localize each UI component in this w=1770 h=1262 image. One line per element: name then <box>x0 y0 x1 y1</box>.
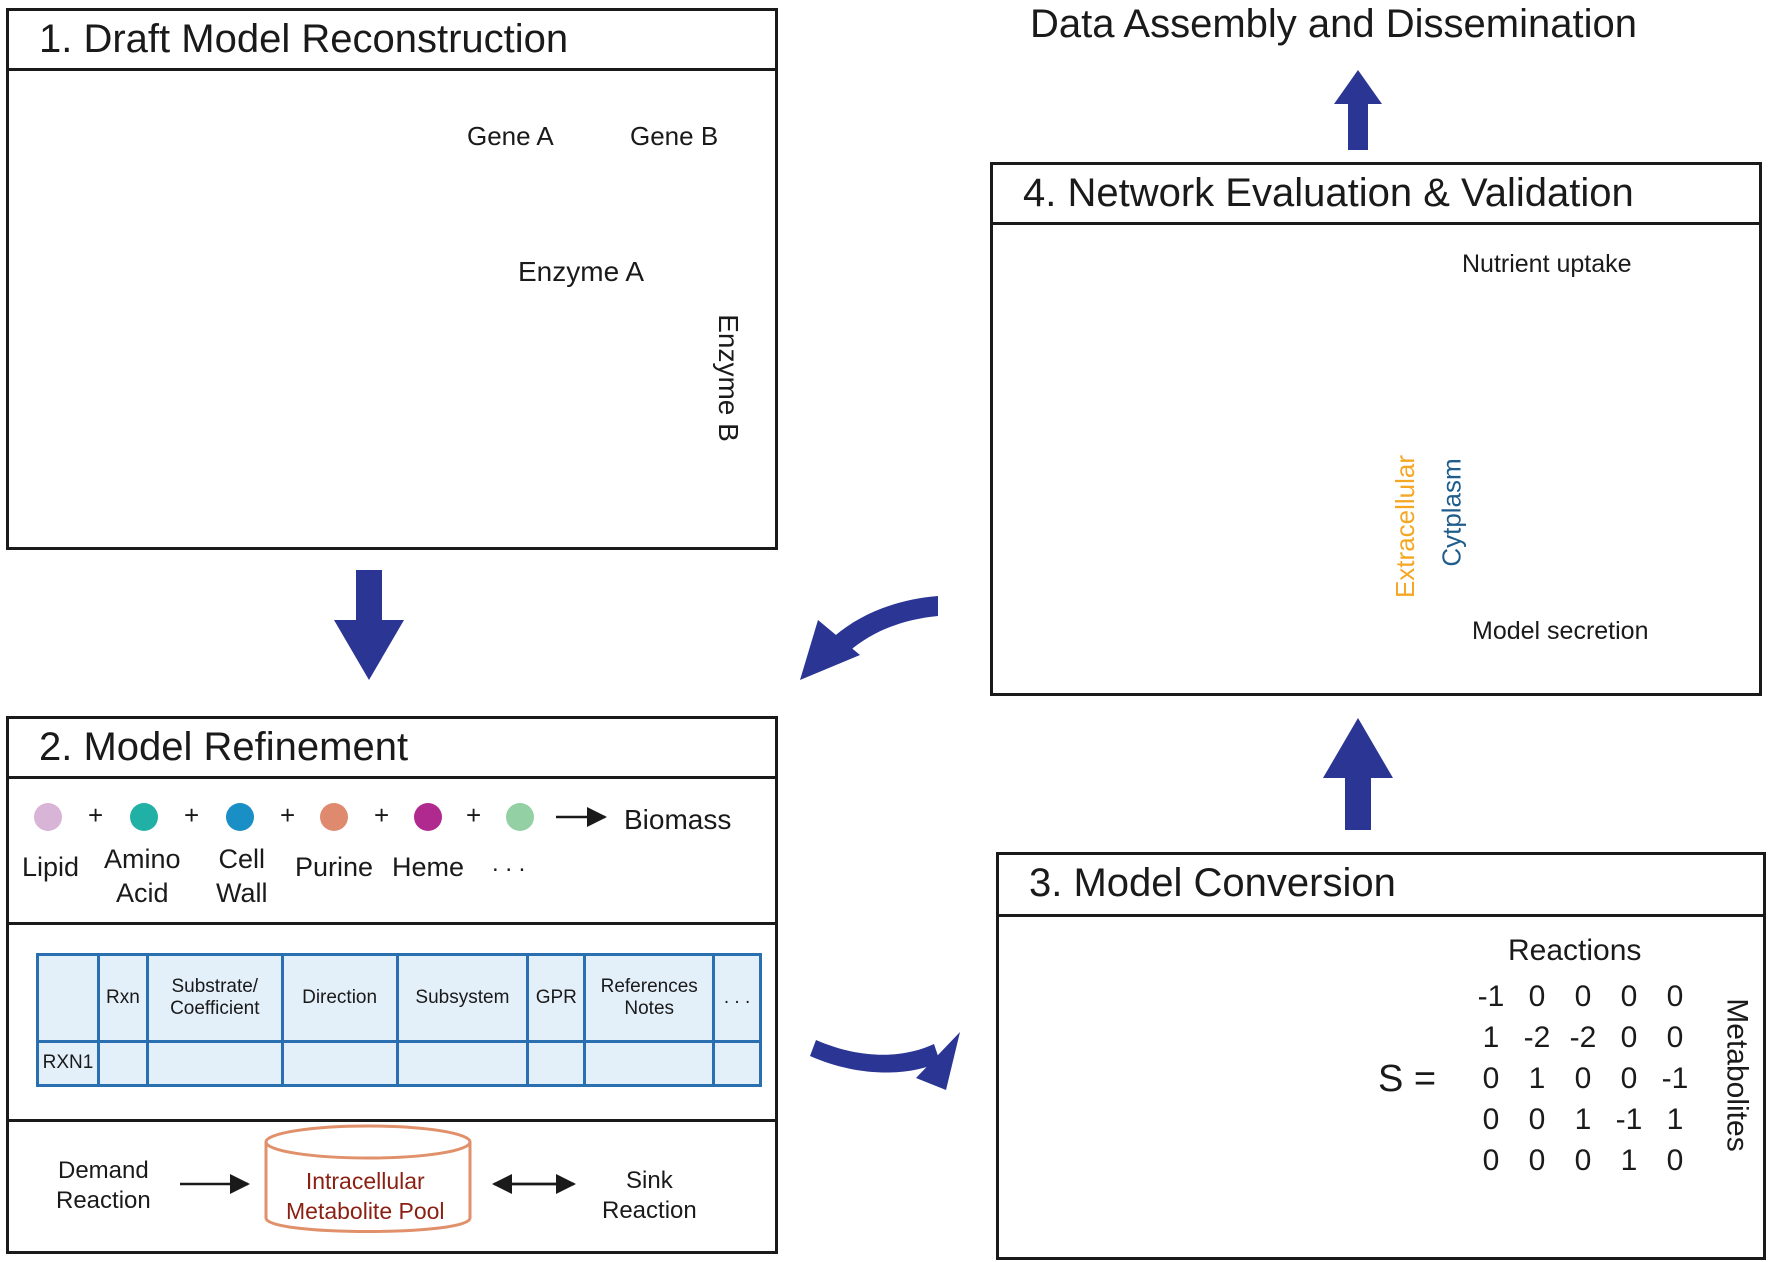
purine-label: Purine <box>295 852 374 882</box>
matrix-cell: -2 <box>1569 1021 1597 1054</box>
matrix-cell: 0 <box>1574 980 1592 1013</box>
matrix-cell: -1 <box>1661 1062 1689 1095</box>
table-header-cell: GPR <box>526 953 587 1043</box>
matrix-cell: 0 <box>1666 980 1684 1013</box>
plus-sign: + <box>88 800 104 830</box>
enzyme-b-label: Enzyme B <box>712 314 744 442</box>
plus-sign: + <box>374 800 390 830</box>
nutrient-uptake-label: Nutrient uptake <box>1462 250 1632 278</box>
table-header-row: Rxn Substrate/ Coefficient Direction Sub… <box>36 953 762 1043</box>
matrix-cell: 0 <box>1620 1021 1638 1054</box>
panel-2-divider-2 <box>9 1119 775 1122</box>
extracellular-label: Extracellular <box>1390 454 1421 599</box>
matrix-cell: 0 <box>1528 1103 1546 1136</box>
matrix-cell: 1 <box>1620 1144 1638 1177</box>
matrix-cell: 0 <box>1620 980 1638 1013</box>
matrix-cell: 0 <box>1620 1062 1638 1095</box>
matrix-cell: -2 <box>1523 1021 1551 1054</box>
curved-arrow-to-conversion <box>810 1032 960 1090</box>
table-header-cell: Rxn <box>96 953 149 1043</box>
cytoplasm-label: Cytplasm <box>1436 458 1467 567</box>
heme-label: Heme <box>392 852 465 882</box>
matrix-cell: 0 <box>1574 1062 1592 1095</box>
enzyme-a-label: Enzyme A <box>518 256 645 287</box>
more-components-label: . . . <box>492 850 526 877</box>
s-equals-label: S = <box>1378 1058 1437 1100</box>
matrix-cell: 0 <box>1482 1062 1500 1095</box>
table-row-label: RXN1 <box>36 1039 100 1088</box>
gene-a-label: Gene A <box>467 121 554 151</box>
matrix-cell: 0 <box>1666 1021 1684 1054</box>
matrix-cell: 0 <box>1666 1144 1684 1177</box>
matrix-cell: 1 <box>1528 1062 1546 1095</box>
panel-model-conversion: 3. Model Conversion <box>996 852 1766 1260</box>
panel-draft-reconstruction: 1. Draft Model Reconstruction <box>6 8 778 550</box>
matrix-cell: 0 <box>1528 980 1546 1013</box>
lipid-label: Lipid <box>22 852 80 882</box>
plus-sign: + <box>466 800 482 830</box>
table-header-cell: Subsystem <box>395 953 530 1043</box>
reactions-label: Reactions <box>1508 934 1642 967</box>
panel-1-title: 1. Draft Model Reconstruction <box>9 11 775 71</box>
table-header-cell: Direction <box>280 953 399 1043</box>
table-header-cell: References Notes <box>583 953 716 1043</box>
panel-3-title: 3. Model Conversion <box>999 855 1763 917</box>
matrix-cell: 0 <box>1482 1103 1500 1136</box>
matrix-cell: 0 <box>1574 1144 1592 1177</box>
panel-2-title: 2. Model Refinement <box>9 719 775 779</box>
matrix-cell: 0 <box>1482 1144 1500 1177</box>
table-header-cell: . . . <box>712 953 762 1043</box>
table-header-cell: Substrate/ Coefficient <box>145 953 284 1043</box>
matrix-cell: -1 <box>1477 980 1505 1013</box>
panel-network-evaluation: 4. Network Evaluation & Validation <box>990 162 1762 696</box>
dissemination-title: Data Assembly and Dissemination <box>1030 2 1637 46</box>
plus-sign: + <box>184 800 200 830</box>
table-row: RXN1 <box>36 1039 762 1088</box>
up-arrow-to-dissemination <box>1334 70 1382 150</box>
model-secretion-label: Model secretion <box>1472 617 1649 645</box>
matrix-cell: 1 <box>1666 1103 1684 1136</box>
curved-arrow-back-to-refinement <box>800 596 938 680</box>
matrix-cell: -1 <box>1615 1103 1643 1136</box>
down-arrow-to-refinement <box>334 570 404 680</box>
up-arrow-to-evaluation <box>1323 718 1393 830</box>
reaction-table: Rxn Substrate/ Coefficient Direction Sub… <box>36 953 762 1088</box>
matrix-cell: 1 <box>1482 1021 1500 1054</box>
matrix-cell: 1 <box>1574 1103 1592 1136</box>
table-header-cell <box>36 953 100 1043</box>
panel-4-title: 4. Network Evaluation & Validation <box>993 165 1759 225</box>
metabolites-label: Metabolites <box>1720 998 1754 1152</box>
biomass-label: Biomass <box>624 804 732 835</box>
gene-b-label: Gene B <box>630 121 719 151</box>
panel-2-divider-1 <box>9 922 775 925</box>
plus-sign: + <box>280 800 296 830</box>
matrix-cell: 0 <box>1528 1144 1546 1177</box>
